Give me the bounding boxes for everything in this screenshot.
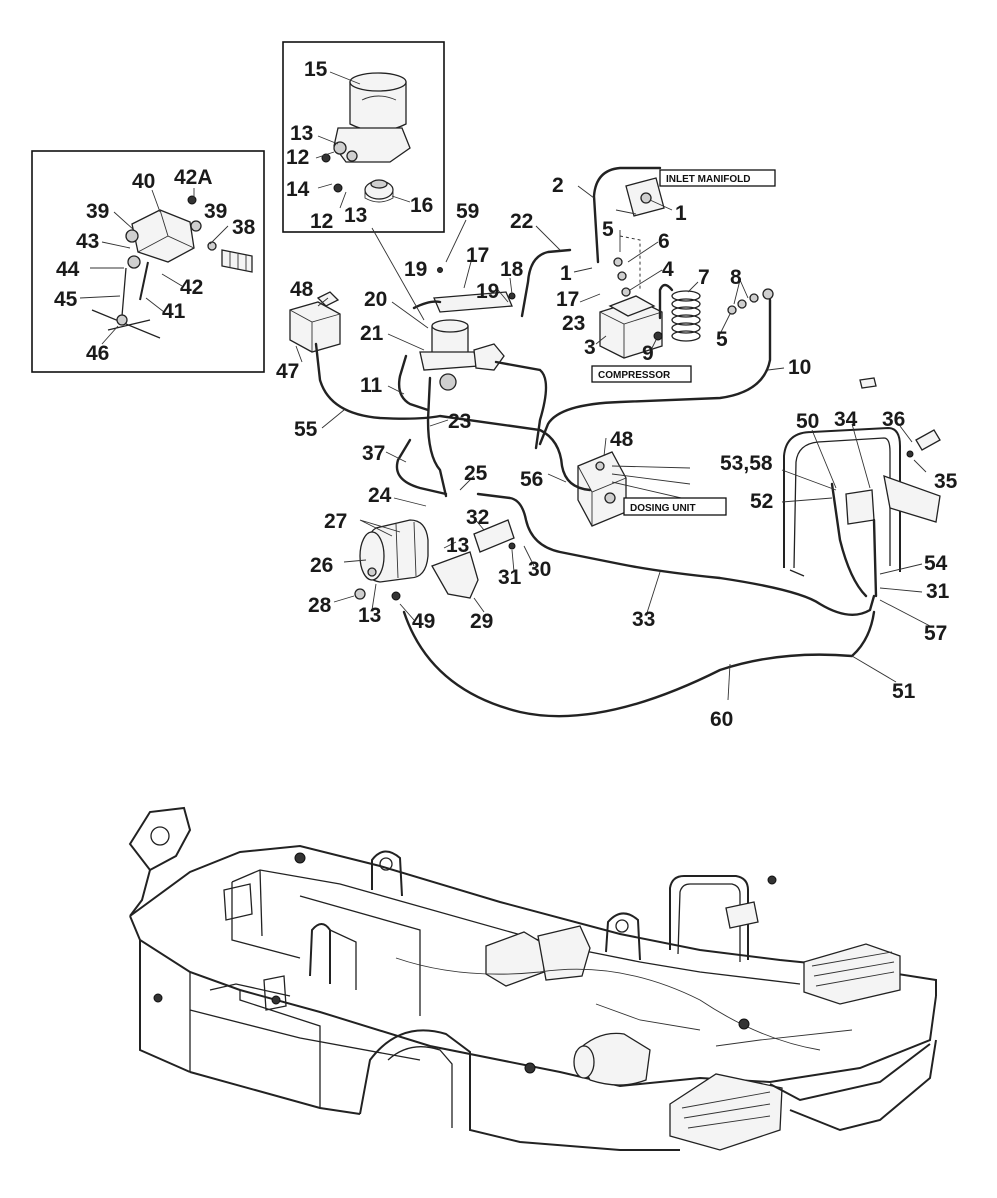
callout: 39: [204, 200, 227, 223]
callout: 27: [324, 510, 347, 533]
rail-bracket-drawing: [783, 377, 941, 577]
callout: 38: [232, 216, 256, 239]
callout: 4: [662, 258, 674, 281]
callout: 55: [294, 418, 318, 441]
leveling-valve-drawing: [91, 195, 253, 339]
callout: 19: [404, 258, 427, 281]
callout: 1: [675, 202, 687, 225]
callout: 23: [448, 410, 471, 433]
solenoid-valve-drawing: [289, 291, 341, 353]
air-hoses: [314, 166, 878, 718]
callout: 7: [698, 266, 710, 289]
callout: 13: [344, 204, 367, 227]
callout: 25: [464, 462, 488, 485]
callout: 43: [76, 230, 99, 253]
callout: 53,58: [720, 452, 773, 475]
dosing-unit-tag: DOSING UNIT: [623, 497, 727, 516]
callout: 17: [466, 244, 489, 267]
air-tank-drawing: [354, 519, 516, 601]
callout: 60: [710, 708, 733, 731]
callout: 29: [470, 610, 493, 633]
callout: 31: [498, 566, 522, 589]
callout: 13: [358, 604, 381, 627]
callout: 10: [788, 356, 811, 379]
callout: 3: [584, 336, 596, 359]
callout: 5: [602, 218, 614, 241]
callout: 12: [310, 210, 333, 233]
callout: 12: [286, 146, 309, 169]
cooling-coil-drawing: [658, 283, 701, 342]
callout: 35: [934, 470, 958, 493]
inlet-manifold-drawing: [615, 177, 665, 217]
air-dryer-main-drawing: [419, 267, 516, 391]
callout: 16: [410, 194, 433, 217]
callout: 54: [924, 552, 948, 575]
callout: 56: [520, 468, 543, 491]
callout: 31: [926, 580, 950, 603]
callout: 40: [132, 170, 155, 193]
callout: 13: [446, 534, 469, 557]
callout: 46: [86, 342, 109, 365]
callout: 41: [162, 300, 186, 323]
callout: 32: [466, 506, 489, 529]
callout: 18: [500, 258, 524, 281]
callout: 59: [456, 200, 479, 223]
callout: 39: [86, 200, 109, 223]
callout: 19: [476, 280, 499, 303]
callout: 51: [892, 680, 916, 703]
compressor-drawing: [599, 235, 663, 359]
callout: 1: [560, 262, 572, 285]
callout: 17: [556, 288, 579, 311]
callout: 45: [54, 288, 78, 311]
callout: 14: [286, 178, 310, 201]
callout: 33: [632, 608, 655, 631]
callout: 8: [730, 266, 742, 289]
callout: 49: [412, 610, 435, 633]
callout: 15: [304, 58, 328, 81]
callout: 50: [796, 410, 819, 433]
inlet-manifold-label: INLET MANIFOLD: [666, 174, 750, 185]
chassis-frame-drawing: [128, 806, 937, 1151]
callout: 13: [290, 122, 313, 145]
leader-lines: [79, 71, 931, 701]
callout: 9: [642, 342, 654, 365]
callout: 44: [56, 258, 80, 281]
callout: 21: [360, 322, 384, 345]
callout: 23: [562, 312, 585, 335]
callout: 26: [310, 554, 333, 577]
callout: 57: [924, 622, 947, 645]
callout: 11: [360, 374, 383, 397]
callout: 36: [882, 408, 905, 431]
callout: 30: [528, 558, 551, 581]
dosing-unit-label: DOSING UNIT: [630, 503, 696, 514]
compressor-label: COMPRESSOR: [598, 370, 671, 381]
air-dryer-drawing: [321, 72, 411, 203]
callout: 42A: [174, 166, 213, 189]
callout: 42: [180, 276, 203, 299]
callout: 6: [658, 230, 670, 253]
compressor-tag: COMPRESSOR: [591, 365, 692, 383]
callout: 47: [276, 360, 299, 383]
callout: 5: [716, 328, 728, 351]
callout: 34: [834, 408, 858, 431]
callout: 48: [290, 278, 314, 301]
callout: 37: [362, 442, 385, 465]
callout: 28: [308, 594, 332, 617]
callout: 20: [364, 288, 387, 311]
callout: 22: [510, 210, 533, 233]
callout: 52: [750, 490, 773, 513]
callout: 2: [552, 174, 564, 197]
fittings-8-drawing: [727, 288, 774, 315]
inlet-manifold-tag: INLET MANIFOLD: [659, 169, 776, 187]
callout: 48: [610, 428, 634, 451]
callout: 24: [368, 484, 392, 507]
callout-numbers: 1 1 2 3 4 5 5 6 7 8 9 10 11 12 12 13 13 …: [54, 58, 958, 731]
